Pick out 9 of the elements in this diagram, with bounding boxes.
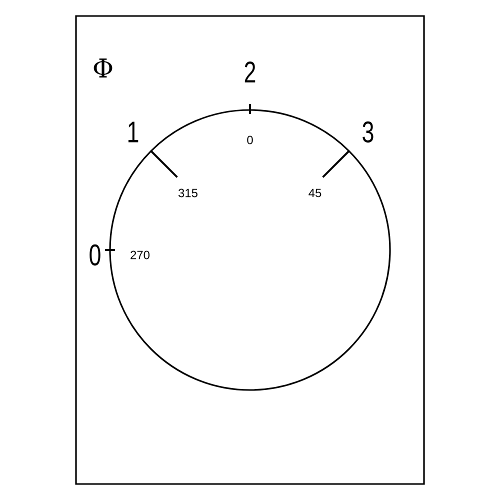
position-number: 1 bbox=[128, 122, 138, 142]
position-number: 0 bbox=[90, 244, 100, 266]
angle-label: 45 bbox=[308, 188, 322, 198]
position-number: 3 bbox=[362, 121, 374, 143]
phase-symbol: Φ bbox=[94, 58, 112, 78]
angle-label: 0 bbox=[247, 136, 253, 144]
angle-label: 315 bbox=[178, 188, 198, 198]
position-number: 2 bbox=[244, 62, 256, 82]
angle-label: 270 bbox=[130, 250, 150, 260]
